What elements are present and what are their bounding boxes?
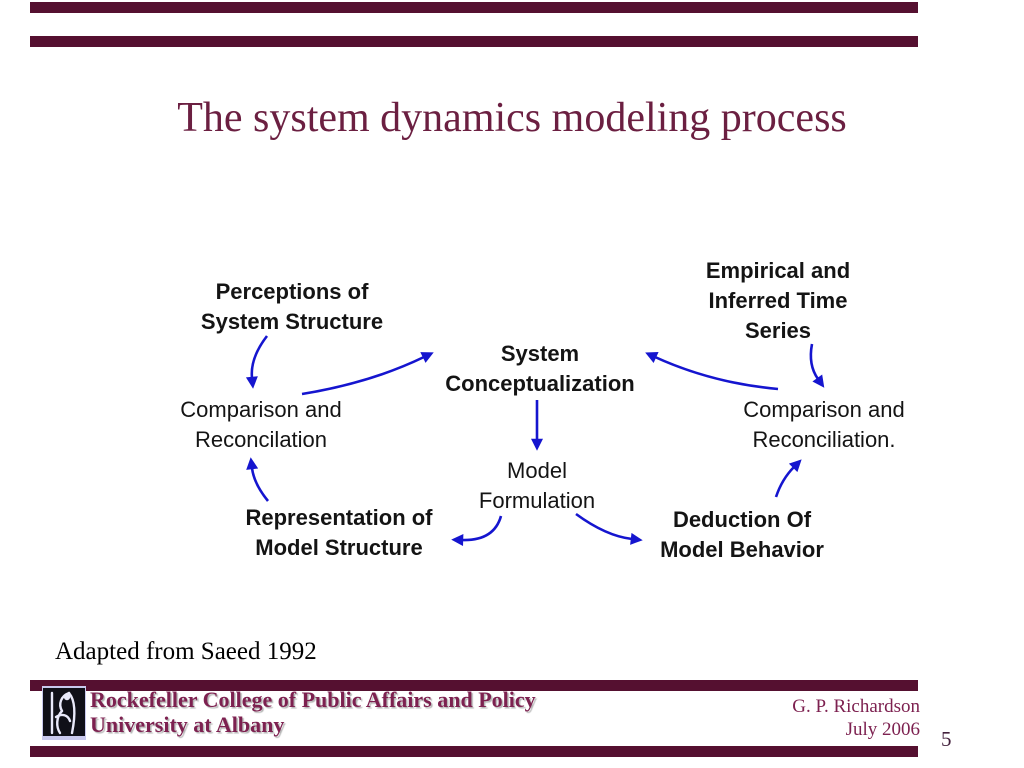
page-number: 5 [941,727,952,751]
node-model-formulation: Model Formulation [478,458,596,513]
node-comparison-and-reconciliation-right: Comparison and Reconciliation. [743,397,905,452]
attribution-text: Adapted from Saeed 1992 [55,638,317,665]
slide-title: The system dynamics modeling process [177,95,847,141]
arrow-series-to-comparison-right [809,343,825,388]
node-empirical-and-inferred-time-series: Empirical and Inferred Time Series [705,258,851,343]
accent-bar-top-2 [30,36,918,47]
node-system-conceptualization: System Conceptualization [445,341,635,396]
arrow-formulation-to-deduction [575,512,643,545]
university-seal-icon [42,686,86,740]
arrow-representation-to-comparison-left [246,457,270,502]
accent-bar-bottom-2 [30,746,918,757]
arrow-formulation-to-representation [451,515,503,547]
node-representation-of-model-structure: Representation of Model Structure [245,505,433,560]
node-perceptions-of-system-structure: Perceptions of System Structure [200,279,384,334]
accent-bar-bottom-1 [30,680,918,691]
node-comparison-and-reconcilation-left: Comparison and Reconcilation [180,397,342,452]
arrow-perceptions-to-comparison-left [245,335,269,389]
footer-org-block: Rockefeller College of Public Affairs an… [90,687,536,737]
footer-date: July 2006 [845,719,920,740]
arrow-comparison-left-to-conceptualization [301,352,434,396]
node-deduction-of-model-behavior: Deduction Of Model Behavior [660,507,824,562]
footer-org-line2: University at Albany [90,712,285,737]
accent-bar-top-1 [30,2,918,13]
footer-credits-block: G. P. Richardson July 2006 [792,695,920,741]
arrow-comparison-right-to-conceptualization [645,352,779,391]
footer-org-line1: Rockefeller College of Public Affairs an… [90,687,536,712]
arrow-deduction-to-comparison-right [774,459,802,498]
footer-author: G. P. Richardson [792,696,920,717]
